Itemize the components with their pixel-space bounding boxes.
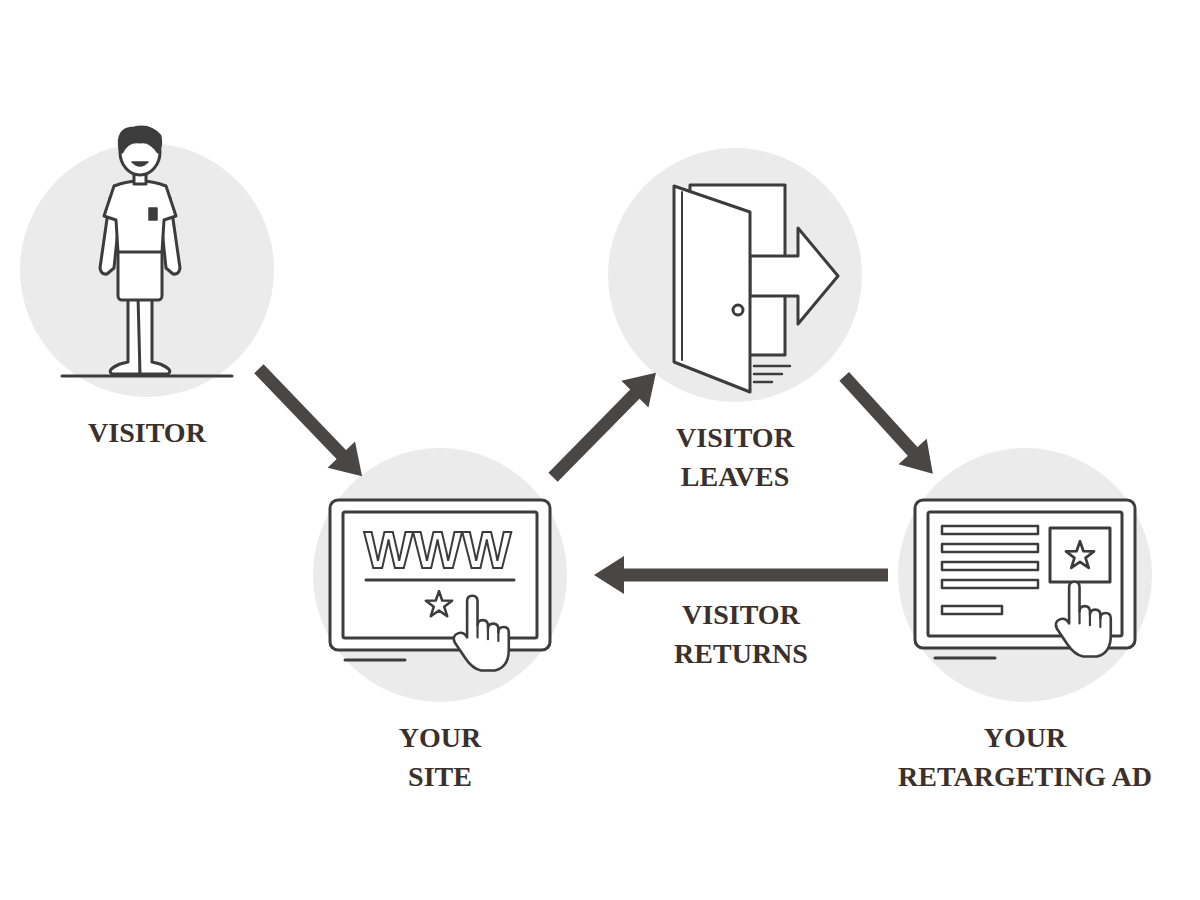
step-node: VISITOR LEAVES xyxy=(625,148,845,496)
circle-area xyxy=(625,148,879,402)
screen-text: WWW xyxy=(364,524,511,576)
arrow-shaft xyxy=(622,569,888,582)
door-knob xyxy=(733,305,743,315)
exit-arrow xyxy=(750,228,838,324)
base-line xyxy=(345,659,405,662)
star xyxy=(426,591,452,616)
door-leaf xyxy=(674,186,750,392)
hair xyxy=(119,127,160,152)
circle-ground xyxy=(898,448,1152,702)
step-node: YOUR RETARGETING AD xyxy=(875,448,1175,796)
step-node: VISITOR xyxy=(37,143,257,452)
text-line xyxy=(942,526,1038,534)
circle-ground xyxy=(20,143,274,397)
flow-arrow xyxy=(553,373,656,478)
smile xyxy=(132,162,148,166)
flow-arrow xyxy=(259,369,362,476)
underline xyxy=(366,579,514,582)
arrow-shaft xyxy=(844,376,914,453)
circle-ground xyxy=(313,448,567,702)
pocket xyxy=(149,208,157,220)
monitor-frame xyxy=(330,500,550,650)
pointing-hand xyxy=(454,596,509,671)
leg xyxy=(138,296,170,374)
base-line xyxy=(935,657,995,660)
background-circles xyxy=(20,143,1152,702)
star xyxy=(1066,541,1094,568)
step-label: VISITOR LEAVES xyxy=(650,418,820,496)
monitor-screen xyxy=(343,512,537,638)
trousers xyxy=(118,246,162,300)
arrow-shaft xyxy=(553,393,636,478)
floor-line xyxy=(754,381,772,384)
arrow-head xyxy=(328,441,362,476)
door-icon xyxy=(674,185,838,392)
arrow-head xyxy=(899,439,933,474)
step-node: YOUR SITE xyxy=(330,448,550,796)
text-line xyxy=(942,580,1038,588)
step-label: YOUR RETARGETING AD xyxy=(883,718,1168,796)
edge-label: VISITOR RETURNS xyxy=(656,595,826,673)
step-label: VISITOR xyxy=(72,413,222,452)
circle-area xyxy=(898,448,1152,702)
arrow-shaft xyxy=(259,369,343,456)
floor-line xyxy=(754,365,790,368)
text-lines xyxy=(942,526,1038,614)
person-icon xyxy=(62,127,232,376)
door-edge xyxy=(681,192,683,360)
circle-area xyxy=(37,143,291,397)
ad-box xyxy=(1050,528,1110,582)
circle-ground xyxy=(608,148,862,402)
text-line xyxy=(942,606,1002,614)
flow-arrow xyxy=(844,376,933,473)
step-label: YOUR SITE xyxy=(375,718,505,796)
arrow-head xyxy=(594,556,624,594)
text-line xyxy=(942,544,1038,552)
flow-arrow xyxy=(594,556,888,594)
arrow-head xyxy=(621,373,656,408)
ad-monitor-icon xyxy=(915,500,1135,658)
pointing-hand xyxy=(1056,582,1111,657)
monitor-icon xyxy=(330,500,550,670)
text-line xyxy=(942,562,1038,570)
shirt xyxy=(104,181,176,252)
floor-line xyxy=(754,373,782,376)
